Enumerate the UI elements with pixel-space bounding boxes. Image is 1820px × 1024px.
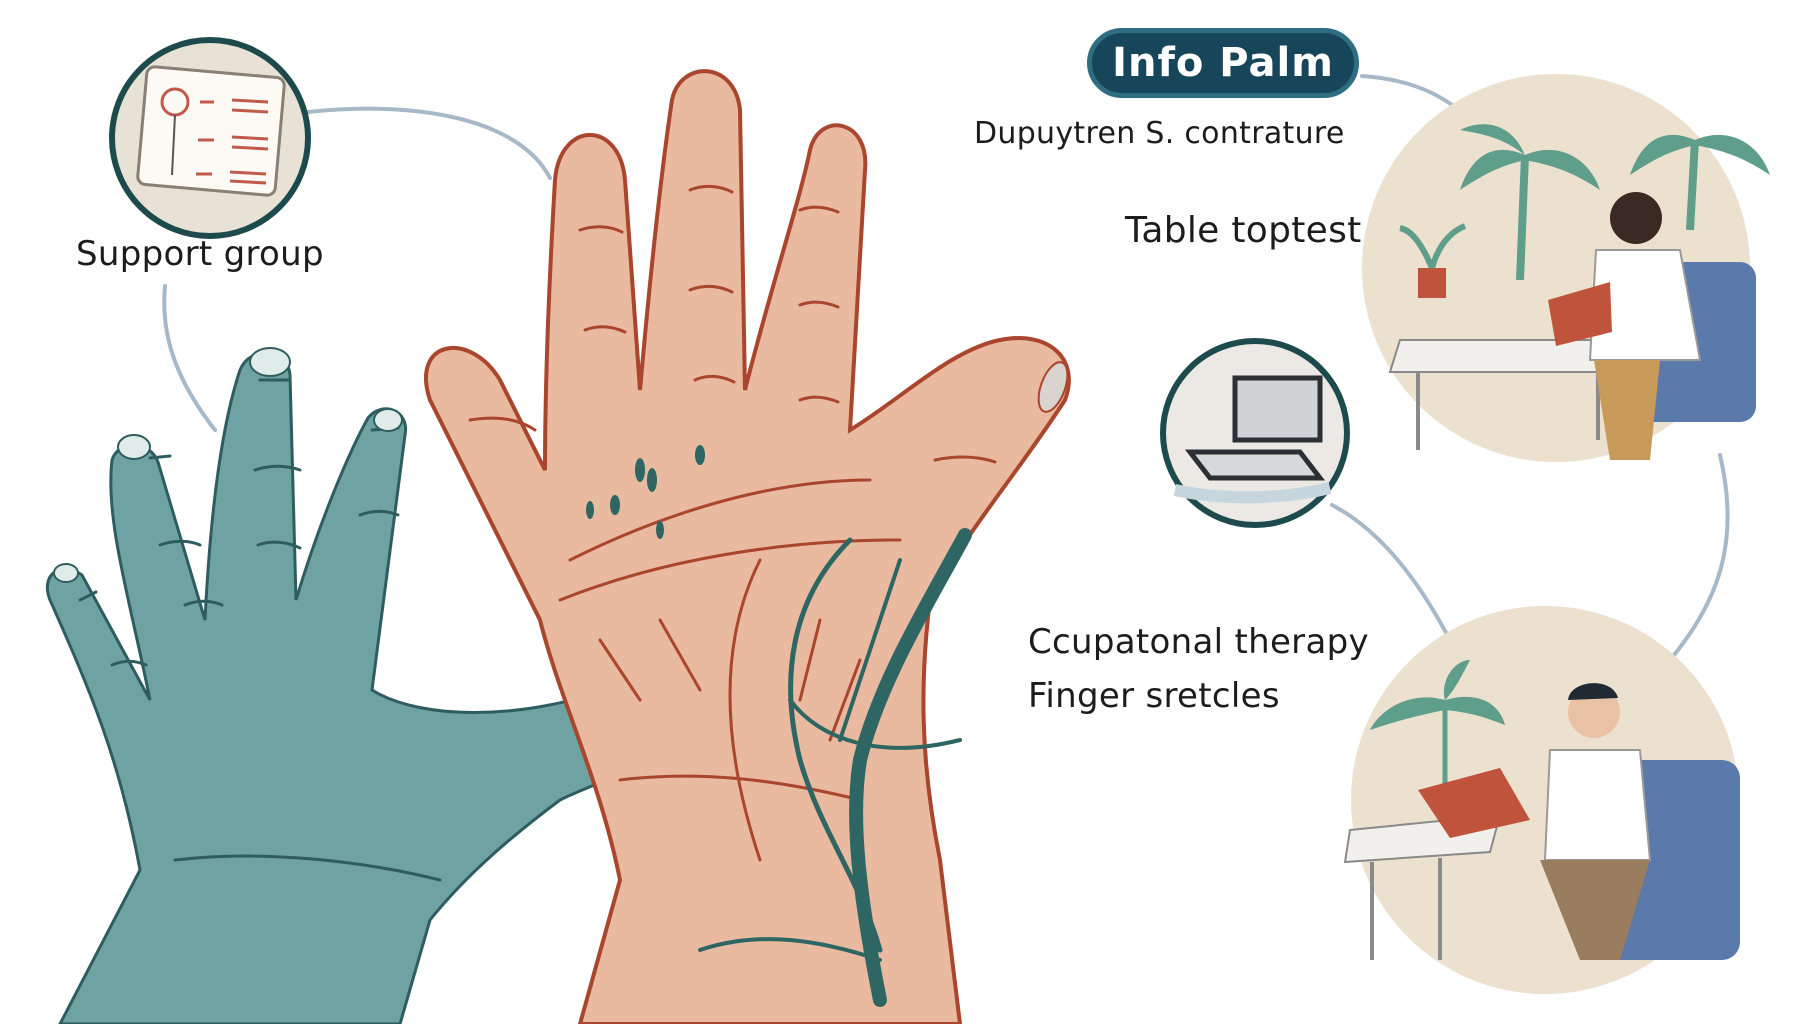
palm-illustration [424, 69, 1071, 1024]
subtitle: Dupuytren S. contrature [974, 116, 1345, 151]
palm-tree [1460, 124, 1770, 281]
page-title: Info Palm [1112, 40, 1334, 86]
label-table-top-test: Table toptest [1125, 210, 1362, 251]
tendon-cord [698, 528, 972, 1007]
support-group-circle [109, 37, 311, 239]
laptop-circle [1160, 338, 1350, 528]
document-card-icon [136, 65, 286, 197]
laptop-icon [1184, 375, 1326, 481]
title-pill: Info Palm [1087, 28, 1359, 98]
label-support-group: Support group [76, 234, 324, 274]
doctor-bottom-circle [1343, 606, 1740, 994]
connector-lines [162, 74, 1730, 662]
doctor-top-circle [1362, 74, 1770, 462]
leaf-sprigs [586, 445, 705, 539]
label-occupational-therapy: Ccupatonal therapy [1028, 622, 1369, 662]
label-finger-stretches: Finger sretcles [1028, 676, 1280, 716]
